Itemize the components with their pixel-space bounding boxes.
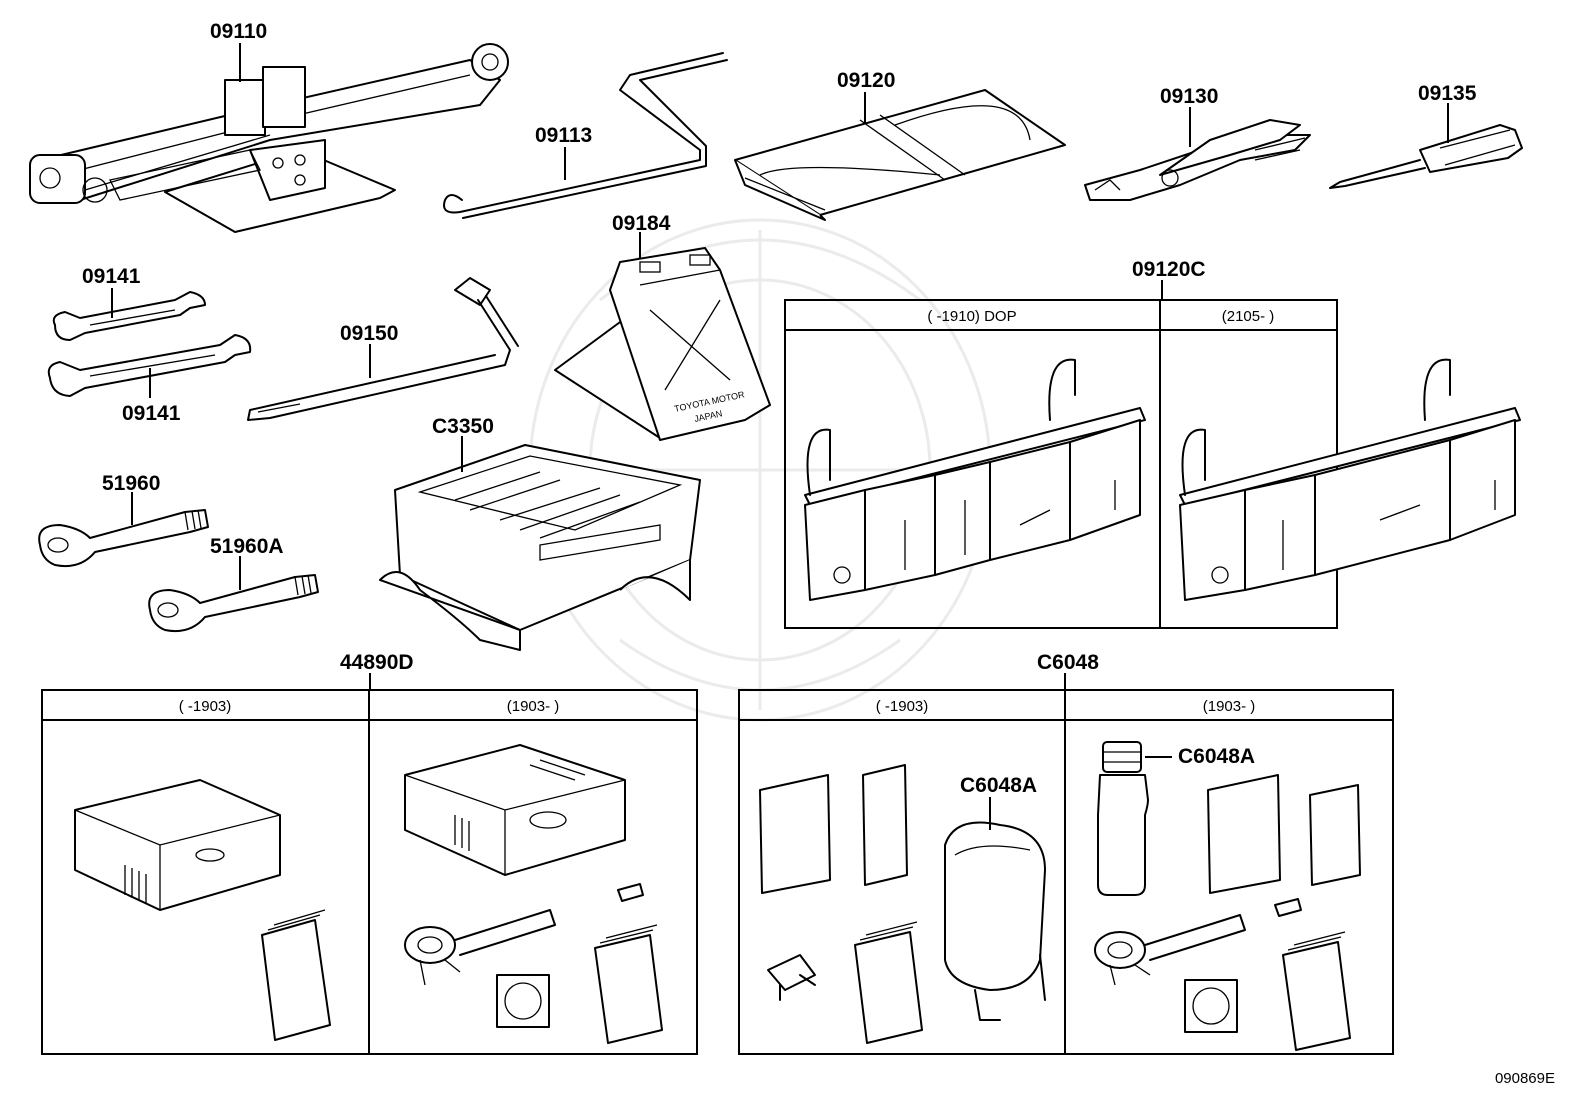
kit-C6048-left-header: ( -1903) <box>876 698 929 715</box>
kit-box-C6048: ( -1903) (1903- ) <box>738 689 1394 1055</box>
compressor-icon <box>74 779 281 911</box>
step-stool-icon <box>379 444 701 651</box>
sticker-pad-icon <box>594 924 663 1044</box>
hose-icon <box>404 909 556 986</box>
sealant-bottle-icon <box>944 821 1046 1021</box>
pliers-icon <box>1084 119 1311 201</box>
scissor-jack-icon <box>29 43 509 233</box>
part-label-C6048: C6048 <box>1037 651 1099 674</box>
kit-C6048-right-header: (1903- ) <box>1203 698 1256 715</box>
wrench-icon <box>47 291 252 397</box>
part-label-09184: 09184 <box>612 212 671 235</box>
jack-handle-icon <box>443 52 728 219</box>
part-label-09141-top: 09141 <box>82 265 141 288</box>
sticker-pad-icon <box>854 921 923 1044</box>
part-label-44890D: 44890D <box>340 651 414 674</box>
tool-tray-icon <box>804 358 1146 601</box>
part-label-09110: 09110 <box>210 20 267 43</box>
tool-tray-icon <box>1179 358 1521 601</box>
kit-box-44890D: ( -1903) (1903- ) <box>41 689 698 1055</box>
hose-icon <box>1094 914 1246 986</box>
valve-core-icon <box>1274 898 1302 917</box>
part-label-09120C: 09120C <box>1132 258 1206 281</box>
kit-44890D-right-header: (1903- ) <box>507 698 560 715</box>
valve-core-icon <box>767 954 816 1001</box>
kit-44890D-left-header: ( -1903) <box>179 698 232 715</box>
lug-wrench-icon <box>247 277 519 421</box>
part-label-09150: 09150 <box>340 322 398 345</box>
valve-core-icon <box>617 883 644 902</box>
sticker-pad-icon <box>261 909 331 1041</box>
sealant-bag-icon <box>759 764 908 894</box>
part-label-C6048A-right: C6048A <box>1178 745 1255 768</box>
part-label-C6048A-left: C6048A <box>960 774 1037 797</box>
screwdriver-icon <box>1329 124 1523 189</box>
part-label-09113: 09113 <box>535 124 592 147</box>
sealant-bottle-icon <box>1097 741 1149 896</box>
part-label-51960A: 51960A <box>210 535 284 558</box>
sticker-pad-icon <box>1282 931 1351 1051</box>
sealant-bag-icon <box>496 974 550 1028</box>
hook-bolt-icon <box>38 509 319 633</box>
part-label-09135: 09135 <box>1418 82 1477 105</box>
warning-triangle-icon: TOYOTA MOTOR JAPAN <box>554 247 771 441</box>
tool-bag-icon <box>734 89 1066 221</box>
part-label-51960: 51960 <box>102 472 160 495</box>
part-label-C3350: C3350 <box>432 415 494 438</box>
kit-09120C-right-header: (2105- ) <box>1222 308 1275 325</box>
sealant-bag-icon <box>1184 979 1238 1033</box>
sealant-bag-icon <box>1207 774 1361 894</box>
diagram-reference-number: 090869E <box>1495 1070 1555 1087</box>
part-label-09120: 09120 <box>837 69 895 92</box>
compressor-icon <box>404 744 626 876</box>
kit-09120C-left-header: ( -1910) DOP <box>927 308 1016 325</box>
part-label-09141-bottom: 09141 <box>122 402 181 425</box>
part-label-09130: 09130 <box>1160 85 1218 108</box>
